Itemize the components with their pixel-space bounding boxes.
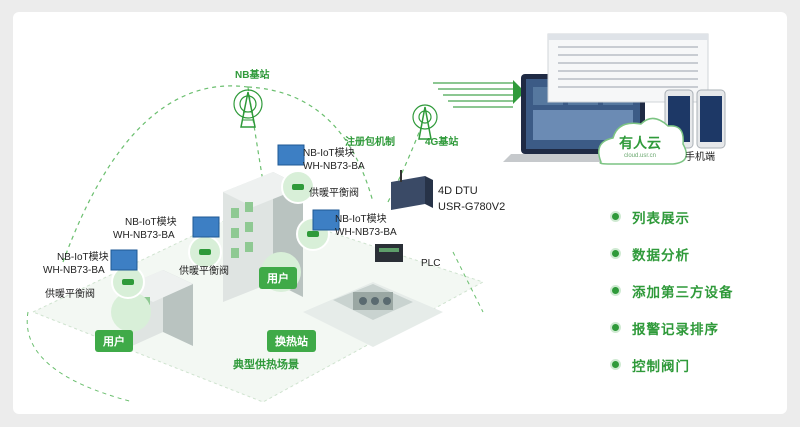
bullet-dot-icon — [610, 285, 621, 296]
user-tag-right: 用户 — [259, 267, 297, 289]
plc-label: PLC — [421, 258, 441, 269]
diagram-card: NB基站 注册包机制 4G基站 4D DTU USR-G780V2 PLC NB… — [13, 12, 787, 414]
valve-label-top: 供暖平衡阀 — [309, 188, 359, 199]
module-label-mid-right: NB-IoT模块 — [335, 214, 387, 225]
register-mechanism-label: 注册包机制 — [345, 137, 395, 148]
feature-item: 添加第三方设备 — [610, 272, 787, 309]
model-label-left: WH-NB73-BA — [43, 265, 105, 276]
exchange-station-tag: 换热站 — [267, 330, 316, 352]
cloud-badge: 有人云 cloud.usr.cn — [599, 127, 681, 171]
valve-label-mid-left: 供暖平衡阀 — [179, 266, 229, 277]
valve-glyphs — [122, 184, 319, 285]
plc-device — [375, 244, 403, 262]
module-label-top: NB-IoT模块 — [303, 148, 355, 159]
exchange-station-building — [303, 282, 443, 347]
model-label-top: WH-NB73-BA — [303, 161, 365, 172]
scene-caption: 典型供热场景 — [233, 359, 299, 371]
bullet-dot-icon — [610, 211, 621, 222]
nb-station-tower — [233, 89, 263, 128]
ground-plate — [31, 206, 485, 403]
nb-iot-modules — [110, 144, 340, 271]
dashed-scene-border — [26, 311, 134, 403]
cloud-url: cloud.usr.cn — [623, 153, 657, 159]
mobile-label: 手机端 — [685, 152, 715, 163]
user-tag-left: 用户 — [95, 330, 133, 352]
dtu-title: 4D DTU — [438, 185, 478, 197]
feature-item: 报警记录排序 — [610, 309, 787, 346]
cloud-shape — [598, 117, 688, 165]
feature-item: 数据分析 — [610, 235, 787, 272]
feature-list: 列表展示 数据分析 添加第三方设备 报警记录排序 控制阀门 — [610, 198, 787, 383]
dashed-scene-border-right — [452, 251, 484, 313]
user-circle-left — [111, 292, 151, 332]
feature-label: 控制阀门 — [632, 358, 690, 374]
bullet-dot-icon — [610, 248, 621, 259]
bullet-dot-icon — [610, 322, 621, 333]
dtu-model: USR-G780V2 — [438, 201, 506, 213]
bullet-dot-icon — [610, 359, 621, 370]
feature-label: 数据分析 — [632, 247, 690, 263]
data-arrow — [513, 80, 525, 104]
model-label-mid-right: WH-NB73-BA — [335, 227, 397, 238]
4g-station-label: 4G基站 — [425, 137, 459, 148]
4g-station-tower — [412, 104, 438, 140]
nb-station-label: NB基站 — [235, 70, 270, 81]
model-label-mid-left: WH-NB73-BA — [113, 230, 175, 241]
feature-label: 报警记录排序 — [632, 321, 719, 337]
feature-label: 添加第三方设备 — [632, 284, 734, 300]
dtu-device — [391, 170, 433, 210]
data-stream — [433, 82, 513, 108]
heating-scene-illustration — [26, 33, 726, 403]
module-label-left: NB-IoT模块 — [57, 252, 109, 263]
feature-item: 控制阀门 — [610, 346, 787, 383]
cloud-name: 有人云 — [619, 135, 661, 151]
feature-item: 列表展示 — [610, 198, 787, 235]
module-label-mid-left: NB-IoT模块 — [125, 217, 177, 228]
signal-arc-left — [62, 85, 249, 263]
valve-label-left: 供暖平衡阀 — [45, 289, 95, 300]
mobile-phones — [664, 89, 726, 149]
feature-label: 列表展示 — [632, 210, 690, 226]
